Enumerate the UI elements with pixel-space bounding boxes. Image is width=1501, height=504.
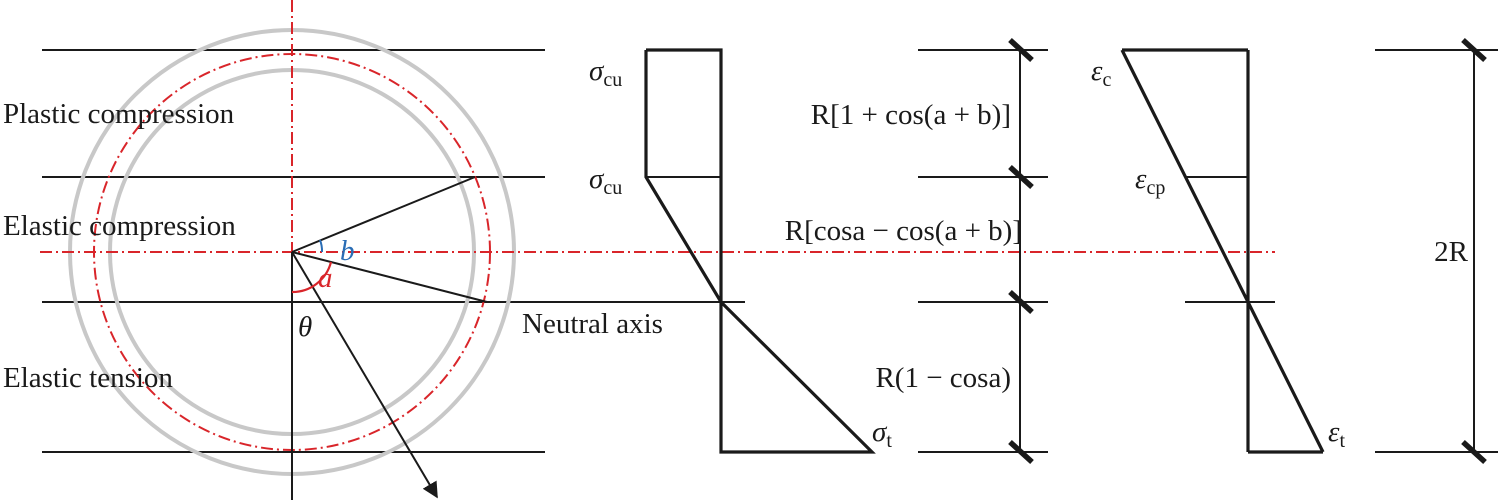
angle-b-label: b	[340, 235, 355, 267]
angle-theta-label: θ	[298, 311, 312, 343]
dimension-tick	[1008, 37, 1034, 63]
label-neutral-axis: Neutral axis	[522, 308, 663, 340]
angle-a-label: a	[318, 262, 333, 294]
dimension-label-elastic-compression: R[cosa − cos(a + b)]	[785, 215, 1022, 247]
dimension-tick	[1008, 439, 1034, 465]
label-elastic-tension: Elastic tension	[3, 362, 173, 394]
theta-direction-arrow	[291, 251, 438, 499]
dimension-label-plastic: R[1 + cos(a + b)]	[811, 99, 1011, 131]
radius-plastic-boundary	[291, 176, 476, 253]
strain-label-c: εc	[1091, 55, 1111, 91]
strain-label-cp: εcp	[1135, 163, 1165, 199]
dimension-tick	[1008, 289, 1034, 315]
stress-label-mid: σcu	[589, 163, 622, 199]
stress-label-tension: σt	[872, 416, 892, 452]
strain-profile-line	[1120, 49, 1325, 453]
label-elastic-compression: Elastic compression	[3, 210, 236, 242]
dimension-label-elastic-tension: R(1 − cosa)	[875, 362, 1011, 394]
radius-neutral-axis	[291, 251, 488, 303]
total-dimension: 2R	[1375, 37, 1498, 465]
strain-distribution: εc εcp εt	[1091, 48, 1345, 454]
stress-label-top: σcu	[589, 55, 622, 91]
strain-label-t: εt	[1328, 416, 1345, 452]
dimension-chain: R[1 + cos(a + b)] R[cosa − cos(a + b)] R…	[785, 37, 1048, 465]
angle-b-arc	[319, 239, 324, 253]
stress-distribution: σcu σcu σt	[589, 48, 892, 454]
label-plastic-compression: Plastic compression	[3, 98, 235, 130]
dimension-tick	[1461, 439, 1487, 465]
dimension-tick	[1461, 37, 1487, 63]
pipe-cross-section	[40, 0, 1275, 500]
angle-a-arc	[291, 261, 333, 294]
dimension-label-total: 2R	[1434, 236, 1469, 268]
dimension-tick	[1008, 164, 1034, 190]
